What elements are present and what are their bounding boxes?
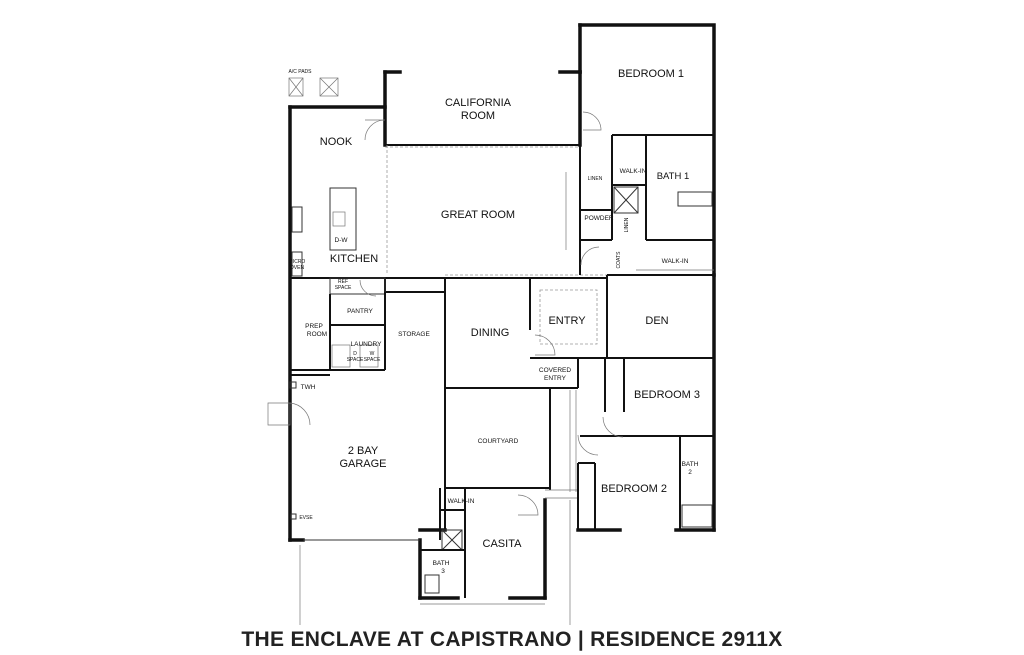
d-space-label-2: SPACE bbox=[347, 357, 364, 363]
w-space-label-2: SPACE bbox=[364, 357, 381, 363]
plan-title: THE ENCLAVE AT CAPISTRANO | RESIDENCE 29… bbox=[241, 628, 783, 651]
linen-b-label: LINEN bbox=[624, 217, 630, 232]
dw-label: D-W bbox=[335, 237, 349, 244]
nook-label: NOOK bbox=[320, 136, 353, 148]
interior-walls bbox=[290, 134, 714, 625]
micro-oven-label-1: MICRO bbox=[289, 259, 306, 265]
pantry-label: PANTRY bbox=[347, 308, 373, 315]
great-room-label: GREAT ROOM bbox=[441, 209, 515, 221]
evse-marker bbox=[290, 513, 297, 520]
room-labels: BEDROOM 1 CALIFORNIA ROOM NOOK GREAT ROO… bbox=[289, 68, 700, 575]
twh-label: TWH bbox=[301, 384, 316, 391]
w-space-label-1: W bbox=[370, 351, 375, 357]
evse-label: EVSE bbox=[299, 515, 313, 521]
ref-space-label-1: REF bbox=[338, 279, 348, 285]
walk-in-a-label: WALK-IN bbox=[620, 168, 647, 175]
covered-entry-label-1: COVERED bbox=[539, 367, 571, 374]
bath3-label-1: BATH bbox=[433, 560, 450, 567]
garage-label-1: 2 BAY bbox=[348, 445, 379, 457]
laundry-label: LAUNDRY bbox=[351, 341, 383, 348]
prep-room-label-2: ROOM bbox=[307, 331, 327, 338]
california-room-label-2: ROOM bbox=[461, 110, 495, 122]
kitchen-label: KITCHEN bbox=[330, 253, 378, 265]
floor-plan: A/C PADS bbox=[267, 23, 716, 625]
courtyard-label: COURTYARD bbox=[478, 438, 519, 445]
entry-label: ENTRY bbox=[548, 315, 586, 327]
ac-pads: A/C PADS bbox=[289, 69, 339, 97]
walk-in-b-label: WALK-IN bbox=[662, 258, 689, 265]
micro-oven-label-2: OVEN bbox=[290, 265, 305, 271]
linen-a-label: LINEN bbox=[588, 176, 603, 182]
den-label: DEN bbox=[645, 315, 668, 327]
prep-room-label-1: PREP bbox=[305, 323, 323, 330]
ref-space-label-2: SPACE bbox=[335, 285, 352, 291]
d-space-label-1: D bbox=[353, 351, 357, 357]
bath3-label-2: 3 bbox=[441, 568, 445, 575]
walk-in-c-label: WALK-IN bbox=[448, 498, 475, 505]
twh-marker bbox=[289, 381, 297, 389]
bedroom1-label: BEDROOM 1 bbox=[618, 68, 684, 80]
bedroom3-label: BEDROOM 3 bbox=[634, 389, 700, 401]
powder-label: POWDER bbox=[584, 215, 614, 222]
coats-label: COATS bbox=[616, 251, 622, 269]
bath2-label-2: 2 bbox=[688, 469, 692, 476]
covered-entry-label-2: ENTRY bbox=[544, 375, 567, 382]
garage-label-2: GARAGE bbox=[339, 458, 386, 470]
dining-label: DINING bbox=[471, 327, 510, 339]
casita-label: CASITA bbox=[483, 538, 523, 550]
bath2-label-1: BATH bbox=[682, 461, 699, 468]
ac-pads-label: A/C PADS bbox=[289, 69, 313, 75]
bedroom2-label: BEDROOM 2 bbox=[601, 483, 667, 495]
california-room-label-1: CALIFORNIA bbox=[445, 97, 512, 109]
bath1-label: BATH 1 bbox=[657, 171, 690, 182]
doors bbox=[267, 111, 624, 516]
storage-label: STORAGE bbox=[398, 331, 430, 338]
exterior-walls bbox=[288, 23, 716, 600]
